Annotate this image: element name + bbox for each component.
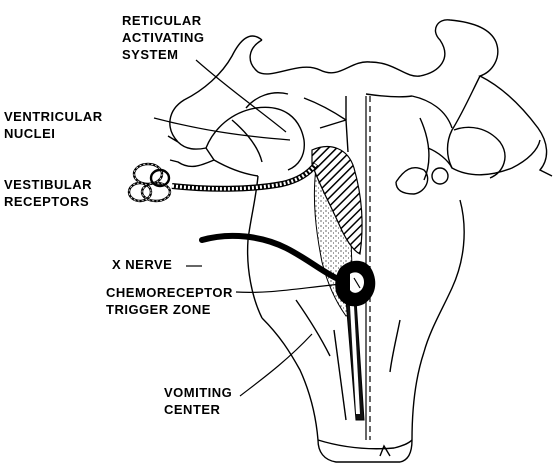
label-x-nerve: X NERVE [112, 256, 192, 276]
label-ventricular-nuclei: VENTRICULAR NUCLEI [4, 108, 114, 146]
label-reticular-line2: ACTIVATING [122, 29, 232, 46]
label-chemoreceptor-line1: CHEMORECEPTOR [106, 284, 240, 301]
vestibular-nerve [172, 164, 316, 189]
label-reticular-line1: RETICULAR [122, 12, 232, 29]
label-ventricular-line2: NUCLEI [4, 125, 114, 142]
label-chemoreceptor-line2: TRIGGER ZONE [106, 301, 240, 318]
label-vestibular-receptors: VESTIBULAR RECEPTORS [4, 176, 114, 214]
label-reticular-activating-system: RETICULAR ACTIVATING SYSTEM [122, 12, 232, 68]
label-vestibular-line1: VESTIBULAR [4, 176, 114, 193]
label-vomiting-line1: VOMITING [164, 384, 254, 401]
label-ventricular-line1: VENTRICULAR [4, 108, 114, 125]
label-vomiting-center: VOMITING CENTER [164, 384, 254, 422]
label-vestibular-line2: RECEPTORS [4, 193, 114, 210]
label-x-nerve-text: X NERVE [112, 256, 192, 273]
vestibular-receptors [129, 164, 170, 201]
label-chemoreceptor-trigger-zone: CHEMORECEPTOR TRIGGER ZONE [106, 284, 240, 322]
label-reticular-line3: SYSTEM [122, 46, 232, 63]
leader-reticular [196, 60, 286, 132]
label-vomiting-line2: CENTER [164, 401, 254, 418]
